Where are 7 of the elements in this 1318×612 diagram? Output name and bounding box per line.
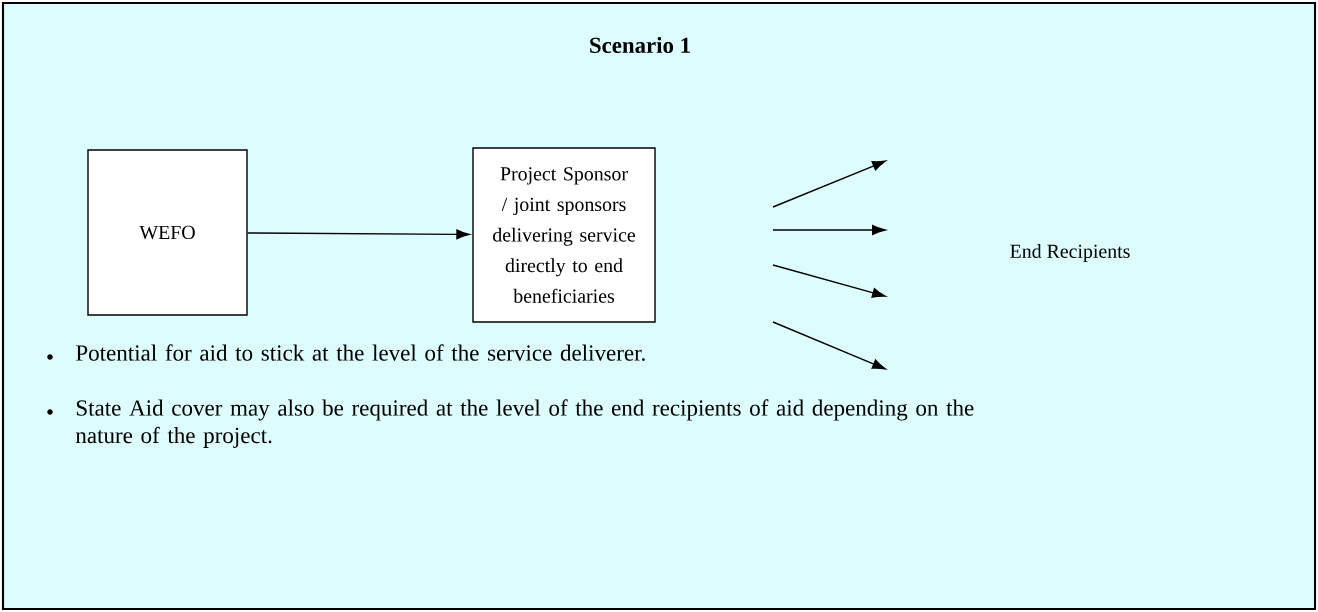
title: Scenario 1 xyxy=(590,36,690,54)
bullet-text: State Aid cover may also be required at the level of the end recipients of aid depending on the nature of the project. xyxy=(75,399,974,448)
process-box: WEFO xyxy=(87,149,248,316)
node-text: End Recipients xyxy=(1010,244,1130,262)
arrow xyxy=(247,229,470,240)
process-box: Project Sponsor / joint sponsors delivering service directly to end beneficiaries xyxy=(472,147,656,323)
bullet-text: Potential for aid to stick at the level of the service deliverer. xyxy=(76,344,645,361)
